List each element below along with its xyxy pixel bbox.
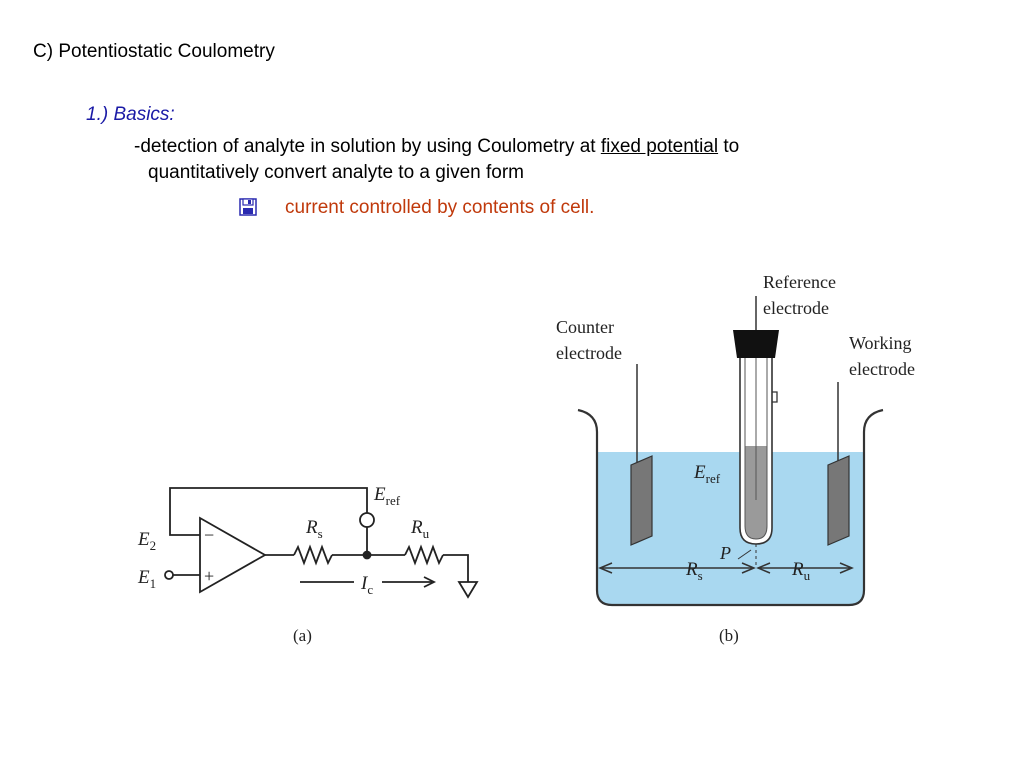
solution xyxy=(597,452,864,605)
label-ru-b: R xyxy=(791,559,804,580)
label-rs-b-sub: s xyxy=(698,568,703,583)
label-e2-sub: 2 xyxy=(150,538,157,553)
counter-label-2: electrode xyxy=(556,343,622,363)
label-eref-a-sub: ref xyxy=(386,493,401,508)
op-amp xyxy=(199,516,267,594)
svg-text:Eref: Eref xyxy=(693,462,721,486)
caption-a: (a) xyxy=(293,626,312,645)
rs-resistor xyxy=(293,544,333,566)
label-eref-b: E xyxy=(693,462,706,483)
bullet-text: current controlled by contents of cell. xyxy=(285,197,595,218)
working-label-1: Working xyxy=(849,333,912,353)
label-ru-a: R xyxy=(410,517,423,538)
point-p-leader xyxy=(737,549,752,560)
subheading-basics: 1.) Basics: xyxy=(86,104,175,125)
fixed-potential-text: fixed potential xyxy=(600,136,719,157)
body-line-1: -detection of analyte in solution by usi… xyxy=(134,136,739,158)
body-line-1-pre: -detection of analyte in solution by usi… xyxy=(134,136,601,157)
svg-text:Rs: Rs xyxy=(305,517,323,541)
svg-text:E2: E2 xyxy=(137,529,156,553)
label-plus: + xyxy=(204,566,214,586)
reference-side-port xyxy=(772,391,778,403)
label-p: P xyxy=(719,543,731,563)
cell-diagram-b xyxy=(577,296,884,607)
e1-terminal xyxy=(164,570,174,580)
reference-stopper xyxy=(733,330,779,358)
label-e1-sub: 1 xyxy=(150,576,157,591)
circuit-diagram-a xyxy=(164,487,479,599)
svg-text:Rs: Rs xyxy=(685,559,703,583)
body-line-1-post: to xyxy=(718,136,740,157)
svg-text:Ru: Ru xyxy=(410,517,430,541)
junction-dot xyxy=(362,550,372,560)
label-rs-b: R xyxy=(685,559,698,580)
ground-symbol xyxy=(457,581,479,599)
beaker xyxy=(577,408,884,607)
label-ru-a-sub: u xyxy=(423,526,430,541)
slide-title: C) Potentiostatic Coulometry xyxy=(33,41,275,62)
reference-label-1: Reference xyxy=(763,272,836,292)
reference-terminal xyxy=(359,512,375,528)
counter-label-1: Counter xyxy=(556,317,614,337)
svg-text:Eref: Eref xyxy=(373,484,401,508)
label-minus: − xyxy=(204,525,214,545)
label-ru-b-sub: u xyxy=(804,568,811,583)
ru-resistor xyxy=(404,544,444,566)
svg-text:E1: E1 xyxy=(137,567,156,591)
label-rs-a: R xyxy=(305,517,318,538)
body-line-2: quantitatively convert analyte to a give… xyxy=(148,162,524,183)
label-e1: E xyxy=(137,567,150,588)
label-eref-b-sub: ref xyxy=(706,471,721,486)
svg-text:Ru: Ru xyxy=(791,559,811,583)
caption-b: (b) xyxy=(719,626,739,645)
label-eref-a: E xyxy=(373,484,386,505)
label-ic-sub: c xyxy=(367,582,373,597)
label-rs-a-sub: s xyxy=(318,526,323,541)
working-label-2: electrode xyxy=(849,359,915,379)
svg-text:Ic: Ic xyxy=(360,573,373,597)
feedback-wire xyxy=(169,487,368,536)
label-e2: E xyxy=(137,529,150,550)
save-disk-icon xyxy=(239,198,257,216)
counter-electrode-plate xyxy=(630,455,653,546)
ground-wire xyxy=(443,554,469,582)
reference-label-2: electrode xyxy=(763,298,829,318)
label-ic: I xyxy=(360,573,369,594)
working-electrode-plate xyxy=(827,455,850,546)
